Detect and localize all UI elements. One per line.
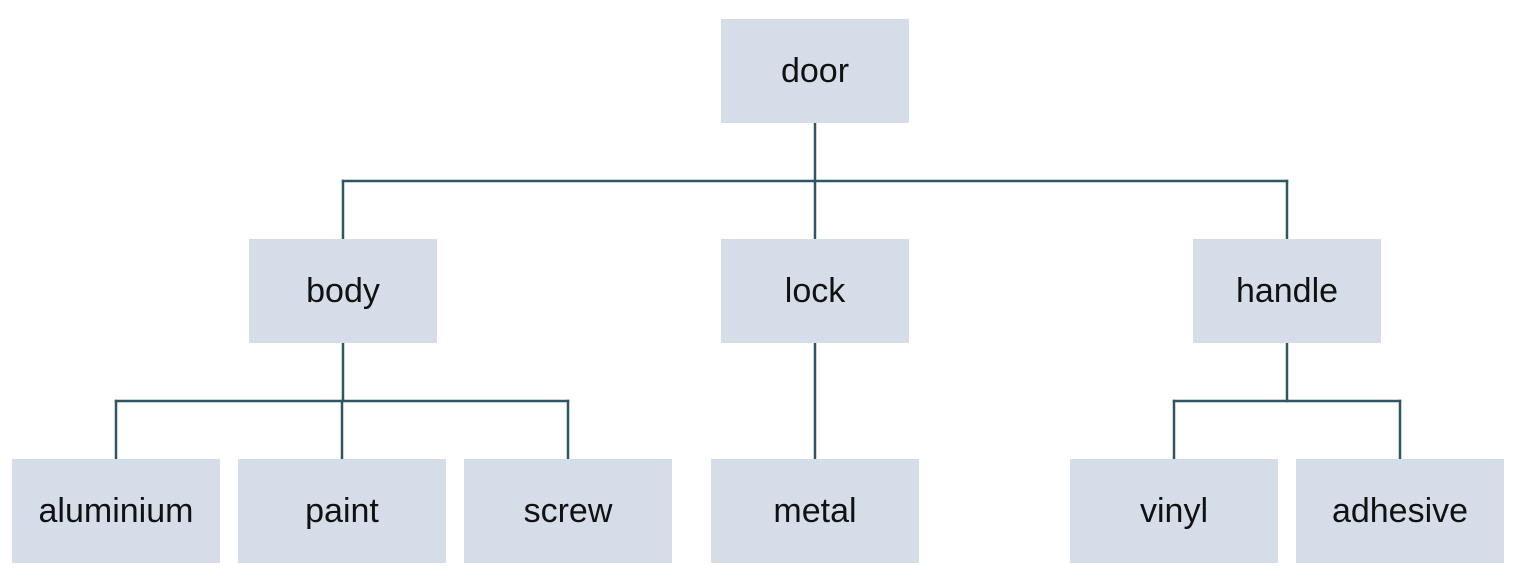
node-lock: lock: [721, 239, 909, 343]
node-aluminium: aluminium: [12, 459, 220, 563]
node-label: lock: [784, 271, 846, 310]
node-door: door: [721, 19, 909, 123]
node-handle: handle: [1193, 239, 1381, 343]
node-label: paint: [305, 491, 379, 530]
node-label: handle: [1235, 271, 1339, 310]
node-adhesive: adhesive: [1296, 459, 1504, 563]
node-paint: paint: [238, 459, 446, 563]
node-screw: screw: [464, 459, 672, 563]
node-label: door: [780, 51, 850, 90]
node-metal: metal: [711, 459, 919, 563]
node-label: body: [306, 271, 380, 310]
node-label: adhesive: [1331, 491, 1469, 530]
node-body: body: [249, 239, 437, 343]
node-vinyl: vinyl: [1070, 459, 1278, 563]
node-label: vinyl: [1139, 491, 1209, 530]
node-label: metal: [773, 491, 857, 530]
node-label: screw: [523, 491, 613, 530]
node-label: aluminium: [38, 491, 194, 530]
